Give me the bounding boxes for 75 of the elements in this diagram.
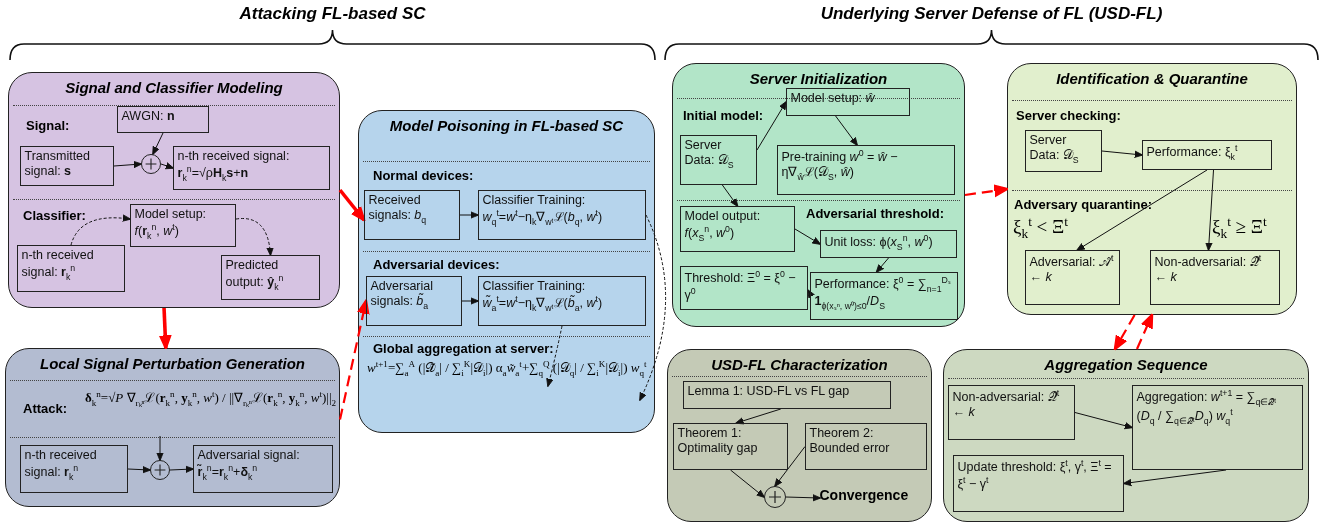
dashed-arrow [1113, 314, 1136, 351]
panel-title: Model Poisoning in FL-based SC [388, 117, 625, 134]
section-label: Signal: [26, 118, 71, 133]
arrow [721, 184, 739, 208]
process-box: Lemma 1: USD-FL vs FL gap [682, 380, 891, 409]
process-box: Received signals: b$_{q}$ [363, 189, 460, 240]
process-box: Non-adversarial: 𝒬̂$^{t}$ ← k [947, 384, 1075, 440]
arrow [774, 446, 806, 488]
process-box: Adversarial signals: b̃$_{a}$ [365, 275, 462, 326]
arrow [756, 100, 787, 151]
arrow [113, 160, 143, 169]
arrow [794, 228, 822, 245]
panel-title: Aggregation Sequence [1043, 356, 1209, 373]
arrow [730, 469, 765, 498]
panel-title: USD-FL Characterization [710, 356, 889, 373]
section-label: Classifier: [23, 208, 87, 223]
section-label: Attack: [23, 401, 69, 416]
process-box: Threshold: Ξ$^{0}$ = ξ$^{0}$ − γ$^{0}$ [679, 265, 808, 310]
section-label: Global aggregation at server: [373, 341, 555, 356]
panel [5, 348, 340, 507]
process-box: Classifier Training: w̃$_{a}$$^{t}$=w$^{t}$−η$_{k}$∇$_{wᵗ}$ℒ(b̃$_{a}$, w$^{t}$) [477, 275, 646, 326]
process-box: Pre-training w$^{0}$ = ŵ − η∇$_{ŵ}$ℒ(𝒟$_{S}$, ŵ) [776, 144, 955, 195]
arrow [1205, 169, 1214, 252]
process-box: n-th received signal: r$_{k}$$^{n}$=√ρH$_{k}$s+n [172, 145, 330, 190]
process-box: Server Data: 𝒟$_{S}$ [1024, 129, 1102, 172]
section-label: Server checking: [1016, 108, 1122, 123]
dashed-arrow [338, 298, 370, 420]
arrow [835, 115, 858, 147]
section-label: Adversary quarantine: [1014, 197, 1153, 212]
arrow [338, 188, 366, 222]
dashed-arrow [546, 325, 563, 388]
panel [672, 63, 965, 327]
dashed-arrow [1135, 313, 1154, 350]
arrow [1101, 150, 1144, 158]
arrow [1122, 469, 1227, 487]
result-label: Convergence [819, 486, 909, 503]
process-box: Non-adversarial: 𝒬̂$^{t}$ ← k [1149, 249, 1280, 305]
panel-title: Signal and Classifier Modeling [64, 79, 284, 96]
process-box: Adversarial: 𝒜̂$^{t}$ ← k [1024, 249, 1120, 305]
arrow [127, 466, 152, 474]
process-box: Classifier Training: w$_{q}$$^{t}$=w$^{t}$−η$_{k}$∇$_{wᵗ}$ℒ(b$_{q}$, w$^{t}$) [477, 189, 646, 240]
arrow [152, 132, 164, 156]
panel [667, 349, 932, 522]
panel [1007, 63, 1297, 315]
section-label: Adversarial threshold: [806, 206, 945, 221]
arrow [160, 162, 175, 170]
arrow [807, 289, 815, 299]
process-box: Theorem 1: Optimality gap [672, 422, 788, 470]
dashed-arrow [70, 214, 132, 246]
process-box: Server Data: 𝒟$_{S}$ [679, 134, 757, 185]
panel [943, 349, 1309, 522]
panel [8, 72, 340, 308]
edge-label: ξ$_{k}$$^{t}$ ≥ Ξ$^{t}$ [1212, 214, 1267, 243]
edge-label: ξ$_{k}$$^{t}$ < Ξ$^{t}$ [1013, 214, 1068, 243]
section-heading: Attacking FL-based SC [238, 4, 427, 24]
formula: δ$_{k}$$^{n}$=√P ∇$_{rₖⁿ}$ℒ(r$_{k}$$^{n}$, y$_{k}$$^{n}$, w$^{t}$) / ||∇$_{rₖⁿ}$ℒ(r$_{k}$$^{n}$, y$_{k}$$^{n}$, w$^{t}$)||$_{2}$ [85, 389, 338, 410]
section-heading: Underlying Server Defense of FL (USD-FL) [819, 4, 1164, 24]
section-label: Normal devices: [373, 168, 475, 183]
process-box: Model setup: f(r$_{k}$$^{n}$, w$^{t}$) [129, 203, 236, 247]
arrow [875, 257, 889, 273]
process-box: Model setup: ŵ [785, 87, 910, 116]
process-box: Unit loss: ϕ(x$_{S}$$^{n}$, w$^{0}$) [819, 229, 957, 258]
section-label: Initial model: [683, 108, 765, 123]
panel-title: Server Initialization [748, 70, 889, 87]
dashed-arrow [235, 218, 274, 257]
section-label: Adversarial devices: [373, 257, 501, 272]
process-box: Transmitted signal: s [19, 145, 114, 186]
panel [358, 110, 655, 433]
arrow [1076, 169, 1208, 251]
process-box: Model output: f(x$_{S}$$^{n}$, w$^{0}$) [679, 205, 795, 252]
process-box: Theorem 2: Bounded error [804, 422, 927, 470]
process-box: Update threshold: ξ$^{t}$, γ$^{t}$, Ξ$^{t}$ = ξ$^{t}$ − γ$^{t}$ [952, 454, 1124, 512]
panel-title: Identification & Quarantine [1055, 70, 1249, 87]
panel-title: Local Signal Perturbation Generation [38, 355, 306, 372]
process-box: AWGN: n [116, 105, 209, 133]
